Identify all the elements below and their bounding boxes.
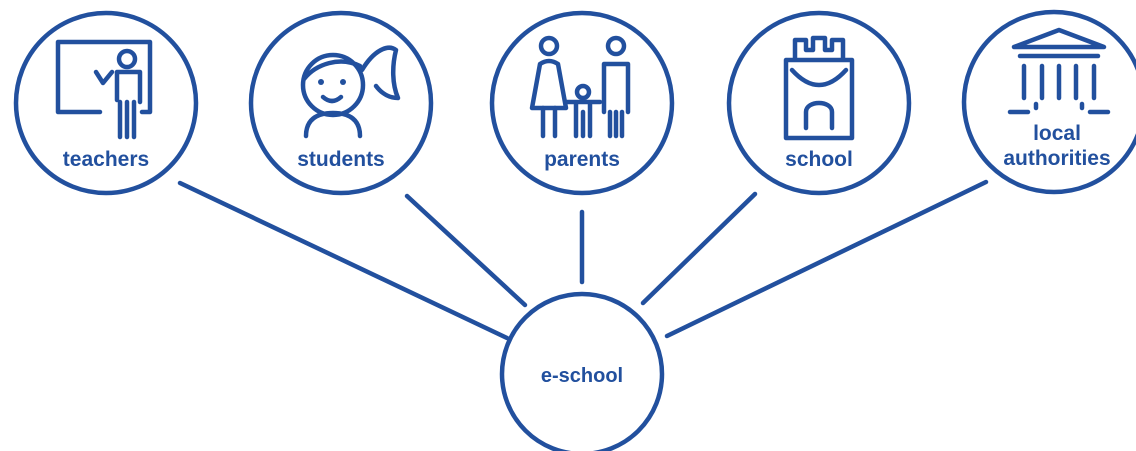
connector-local-authorities	[664, 179, 989, 339]
family-icon	[529, 35, 631, 139]
node-label-local: local	[1033, 122, 1081, 145]
node-label-parents: parents	[544, 148, 620, 171]
connectors	[177, 179, 989, 341]
teacher-at-board-icon	[55, 39, 153, 140]
node-students: students	[248, 10, 434, 196]
node-label-school: school	[785, 148, 853, 171]
center-label: e-school	[541, 365, 623, 387]
connector-school	[640, 191, 758, 306]
connector-teachers	[177, 180, 510, 341]
node-label-teachers: teachers	[63, 148, 149, 171]
government-building-icon	[1007, 27, 1111, 115]
student-girl-icon	[300, 45, 401, 139]
node-parents: parents	[489, 10, 675, 196]
node-school: school	[726, 10, 912, 196]
backpack-icon	[783, 35, 855, 141]
node-teachers: teachers	[13, 10, 199, 196]
center-node-e-school: e-school	[499, 291, 665, 451]
node-label-authorities: authorities	[1003, 147, 1110, 170]
node-label-students: students	[297, 148, 385, 171]
node-local-authorities: local authorities	[961, 9, 1136, 195]
connector-students	[404, 193, 528, 308]
